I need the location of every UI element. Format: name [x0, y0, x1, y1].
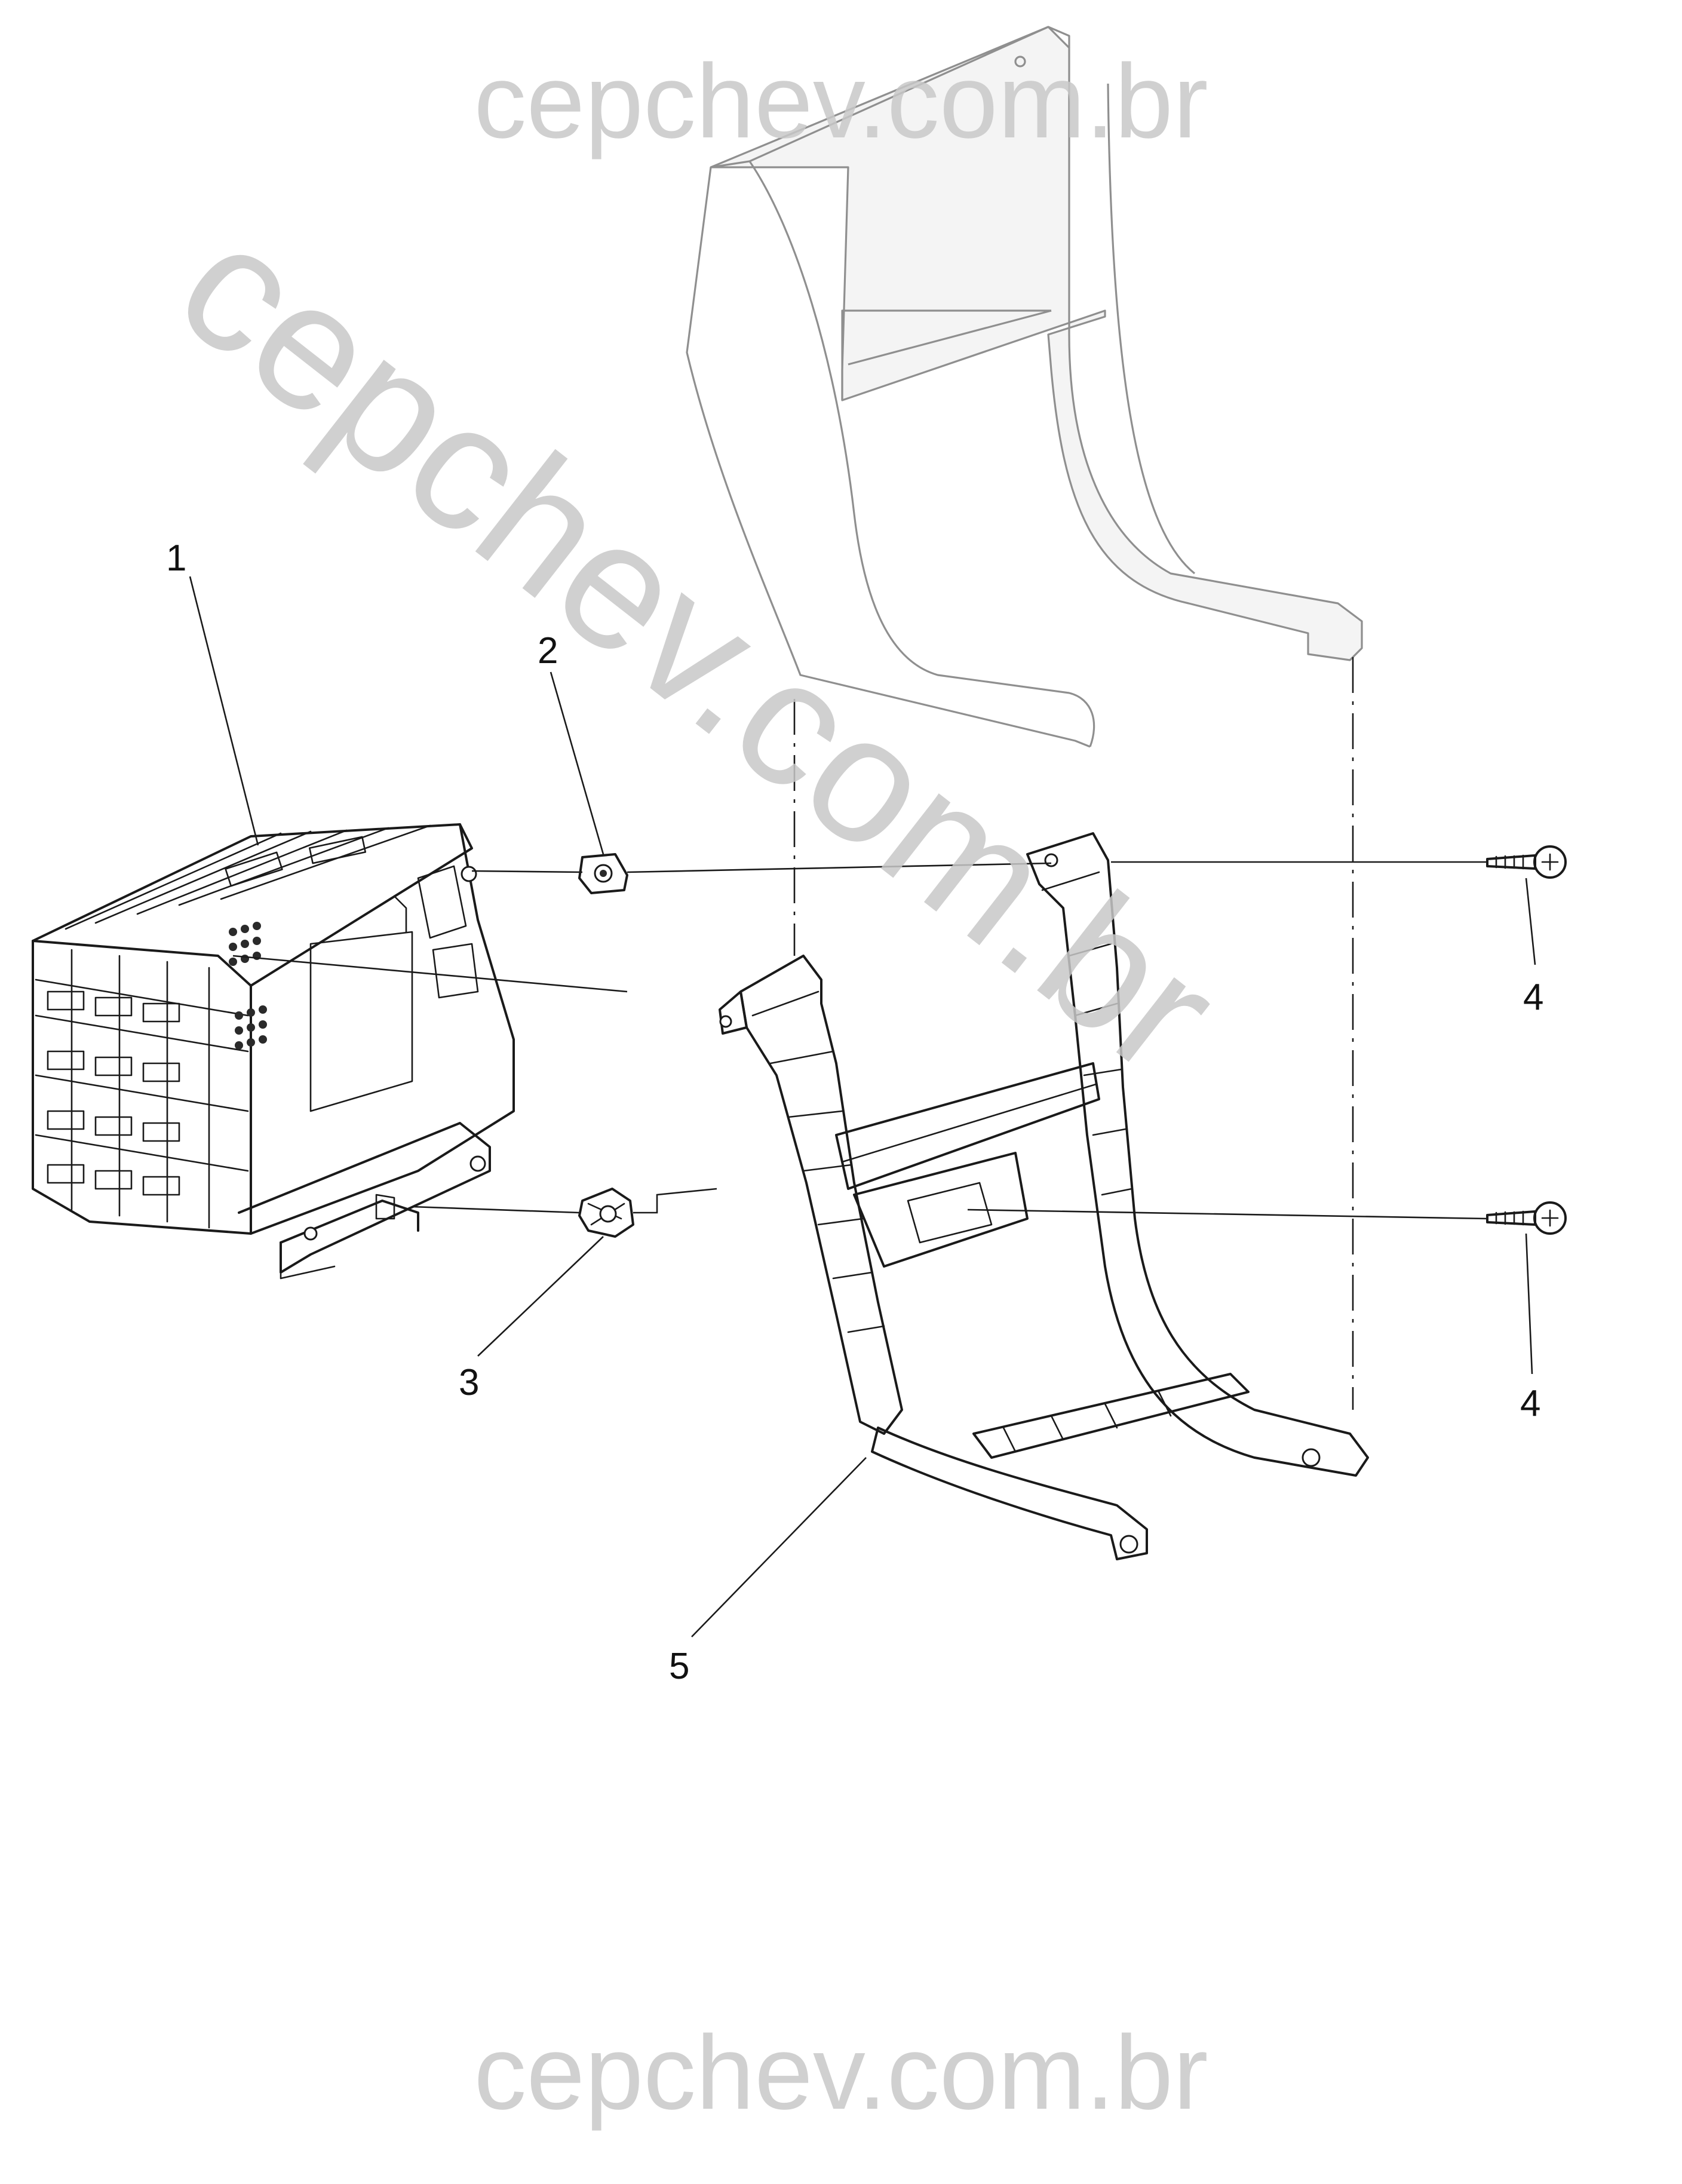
- screw-upper: [1486, 845, 1567, 879]
- callout-2: 2: [538, 630, 558, 671]
- watermark-top: cepchev.com.br: [474, 43, 1208, 160]
- callout-3: 3: [459, 1362, 479, 1403]
- screw-lower: [1486, 1201, 1567, 1235]
- callout-1: 1: [166, 538, 186, 579]
- console-trim-panel-outline: [686, 26, 1363, 748]
- clip-nut: [578, 853, 628, 894]
- console-support-bracket: [719, 832, 1369, 1560]
- watermark-bottom: cepchev.com.br: [474, 2014, 1208, 2131]
- callout-4-lower: 4: [1520, 1383, 1540, 1424]
- callout-4-upper: 4: [1523, 977, 1543, 1018]
- radio-mounting-bracket: [32, 823, 515, 1280]
- callout-labels: 1 2 3 4 4 5: [166, 538, 1543, 1687]
- alignment-lines: [793, 657, 1354, 1410]
- retainer-clip: [578, 1188, 634, 1238]
- leader-lines: [189, 576, 1536, 1637]
- callout-5: 5: [669, 1646, 689, 1687]
